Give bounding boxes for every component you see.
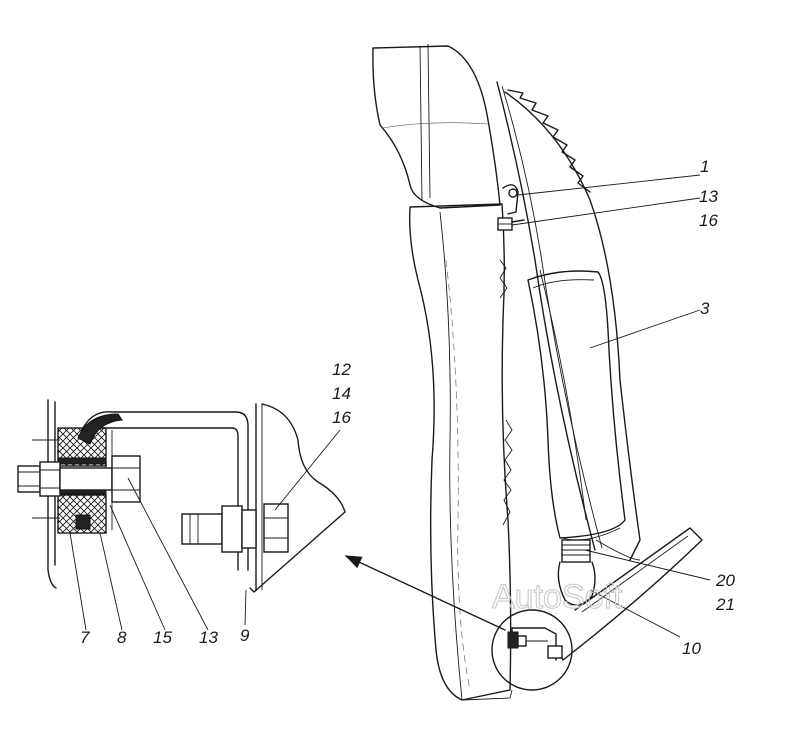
callout-16-top: 16 [699,211,718,230]
callout-14: 14 [332,384,351,403]
leader-lines [69,174,711,638]
callout-9: 9 [240,626,250,645]
detail-circle [491,609,573,691]
plate-9 [249,403,346,593]
callouts: 1 13 16 3 12 14 16 20 21 10 7 8 15 13 9 [80,157,735,658]
callout-13-top: 13 [699,187,718,206]
upper-bracket [497,184,525,231]
callout-12: 12 [332,360,351,379]
callout-20: 20 [715,571,735,590]
tank-body [527,270,626,539]
callout-7: 7 [80,628,90,647]
lower-panel [409,203,512,701]
wing-shell [504,91,641,561]
bolt-right [181,503,289,553]
main-assembly [372,43,703,701]
section-detail [17,399,346,593]
callout-1: 1 [700,157,709,176]
bellows [557,539,641,606]
callout-10: 10 [682,639,701,658]
lower-bracket-detail [507,627,563,661]
callout-3: 3 [700,299,710,318]
callout-21: 21 [715,595,735,614]
upper-panel [372,45,501,209]
callout-13-bottom: 13 [199,628,218,647]
lower-plate [557,527,703,661]
bolt-left [17,455,141,503]
callout-15: 15 [153,628,172,647]
watermark: AutoSoft [492,578,623,616]
callout-8: 8 [117,628,127,647]
callout-16-left: 16 [332,408,351,427]
bracket-arm [81,411,249,571]
view-arrow [344,555,506,631]
